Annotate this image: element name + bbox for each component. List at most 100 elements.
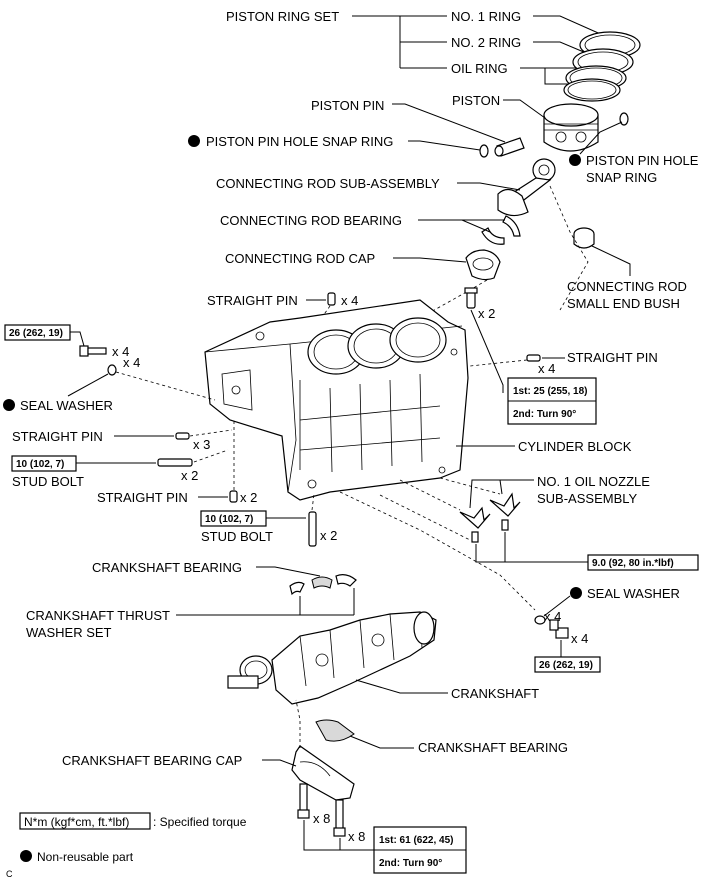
piston-pin-icon (494, 137, 525, 157)
bolt-left-qty: x 4 (112, 344, 129, 359)
footnote-code: C (6, 869, 13, 879)
washer-left-icon (107, 364, 117, 376)
left-bolt-torque: 26 (262, 19) (9, 328, 63, 339)
crankshaft-icon (227, 611, 437, 705)
oil-nozzle-icon (459, 492, 521, 543)
straight-pin-top-qty: x 4 (341, 293, 358, 308)
crankshaft-thrust-washer-label-2: WASHER SET (26, 625, 112, 640)
washer-left-qty: x 4 (123, 355, 140, 370)
stud-bolt-left-qty: x 2 (181, 468, 198, 483)
seal-washer-left-label: SEAL WASHER (20, 398, 113, 413)
non-reusable-dot-icon (3, 399, 15, 411)
cap-bolt-1-icon (297, 783, 310, 819)
crankshaft-bearing-bottom-label: CRANKSHAFT BEARING (418, 740, 568, 755)
stud-bolt-bottom-qty: x 2 (320, 528, 337, 543)
snap-ring-right-icon (619, 112, 629, 126)
seal-washer-right-label: SEAL WASHER (587, 586, 680, 601)
stud-bottom-torque-box: 10 (102, 7) (200, 510, 267, 527)
straight-pin-left-label: STRAIGHT PIN (12, 429, 103, 444)
small-end-bush-label-2: SMALL END BUSH (567, 296, 680, 311)
non-reusable-dot-icon (570, 587, 582, 599)
straight-pin-right-label: STRAIGHT PIN (567, 350, 658, 365)
no1-oil-nozzle-label-1: NO. 1 OIL NOZZLE (537, 474, 650, 489)
cap-torque-2nd: 2nd: Turn 90° (379, 858, 442, 869)
legend-torque-unit: N*m (kgf*cm, ft.*lbf) (24, 815, 129, 829)
connecting-rod-cap-label: CONNECTING ROD CAP (225, 251, 375, 266)
stud-left-torque: 10 (102, 7) (16, 459, 64, 470)
crankshaft-bearing-top-label: CRANKSHAFT BEARING (92, 560, 242, 575)
straight-pin-top-label: STRAIGHT PIN (207, 293, 298, 308)
straight-pin-left-qty: x 3 (193, 437, 210, 452)
straight-pin-bottom-icon (229, 490, 238, 503)
small-end-bush-label-1: CONNECTING ROD (567, 279, 687, 294)
straight-pin-bottom-qty: x 2 (240, 490, 257, 505)
stud-bolt-left-label: STUD BOLT (12, 474, 84, 489)
conrod-bolt-icon (464, 287, 478, 309)
connecting-rod-cap-icon (465, 249, 501, 281)
right-bolt-torque-box: 26 (262, 19) (534, 656, 601, 673)
straight-pin-left-icon (175, 432, 190, 440)
cap-torque-box: 1st: 61 (622, 45) 2nd: Turn 90° (373, 826, 467, 874)
oil-nozzle-torque-box: 9.0 (92, 80 in.*lbf) (587, 554, 699, 571)
legend-torque: N*m (kgf*cm, ft.*lbf) : Specified torque (19, 812, 247, 830)
cap-bolt-2-icon (333, 799, 346, 837)
crankshaft-bearing-top-icon (289, 574, 357, 596)
piston-pin-hole-snap-ring-left-label: PISTON PIN HOLE SNAP RING (206, 134, 393, 149)
cap-bolt-1-qty: x 8 (313, 811, 330, 826)
straight-pin-top-icon (327, 292, 336, 306)
snap-ring-left-icon (479, 144, 489, 158)
conrod-torque-box: 1st: 25 (255, 18) 2nd: Turn 90° (507, 377, 597, 425)
washer-right-qty: x 4 (544, 609, 561, 624)
straight-pin-right-qty: x 4 (538, 361, 555, 376)
conrod-bolt-qty: x 2 (478, 306, 495, 321)
oil-ring-label: OIL RING (451, 61, 508, 76)
stud-bolt-bottom-icon (308, 511, 317, 547)
connecting-rod-icon (497, 158, 556, 217)
crankshaft-bearing-bottom-icon (315, 719, 355, 742)
legend-torque-text: : Specified torque (153, 815, 247, 829)
crankshaft-bearing-cap-label: CRANKSHAFT BEARING CAP (62, 753, 242, 768)
connecting-rod-bearing-label: CONNECTING ROD BEARING (220, 213, 402, 228)
straight-pin-right-icon (526, 354, 541, 362)
conrod-torque-1st: 1st: 25 (255, 18) (513, 386, 588, 397)
cap-bolt-2-qty: x 8 (348, 829, 365, 844)
crankshaft-bearing-cap-icon (291, 745, 355, 801)
washer-right-icon (534, 615, 546, 625)
no1-ring-label: NO. 1 RING (451, 9, 521, 24)
no1-oil-nozzle-label-2: SUB-ASSEMBLY (537, 491, 638, 506)
no2-ring-label: NO. 2 RING (451, 35, 521, 50)
bolt-left-icon (79, 345, 107, 357)
cylinder-block-label: CYLINDER BLOCK (518, 439, 632, 454)
straight-pin-bottom-label: STRAIGHT PIN (97, 490, 188, 505)
connecting-rod-sub-assembly-label: CONNECTING ROD SUB-ASSEMBLY (216, 176, 440, 191)
piston-ring-set-callout: PISTON RING SET NO. 1 RING NO. 2 RING OI… (226, 9, 606, 85)
non-reusable-dot-icon (188, 135, 200, 147)
bolt-right-qty: x 4 (571, 631, 588, 646)
left-bolt-torque-box: 26 (262, 19) (4, 324, 71, 341)
piston-pin-hole-right-label-1: PISTON PIN HOLE (586, 153, 699, 168)
piston-label: PISTON (452, 93, 500, 108)
non-reusable-dot-icon (20, 850, 32, 862)
piston-pin-label: PISTON PIN (311, 98, 384, 113)
small-end-bush-icon (573, 227, 595, 249)
crankshaft-label: CRANKSHAFT (451, 686, 539, 701)
non-reusable-dot-icon (569, 154, 581, 166)
piston-icon (543, 103, 599, 152)
conrod-torque-2nd: 2nd: Turn 90° (513, 409, 576, 420)
stud-left-torque-box: 10 (102, 7) (11, 455, 77, 472)
cap-torque-1st: 1st: 61 (622, 45) (379, 835, 454, 846)
cylinder-block-icon (204, 299, 469, 501)
piston-rings (563, 31, 641, 102)
stud-bolt-left-icon (157, 458, 193, 467)
stud-bolt-bottom-label: STUD BOLT (201, 529, 273, 544)
bolt-right-icon (549, 619, 569, 639)
piston-ring-set-label: PISTON RING SET (226, 9, 339, 24)
legend-nonreusable-text: Non-reusable part (37, 850, 134, 864)
right-bolt-torque: 26 (262, 19) (539, 660, 593, 671)
stud-bottom-torque: 10 (102, 7) (205, 514, 253, 525)
legend-nonreusable: Non-reusable part (20, 850, 134, 864)
crankshaft-thrust-washer-label-1: CRANKSHAFT THRUST (26, 608, 170, 623)
piston-pin-hole-right-label-2: SNAP RING (586, 170, 657, 185)
